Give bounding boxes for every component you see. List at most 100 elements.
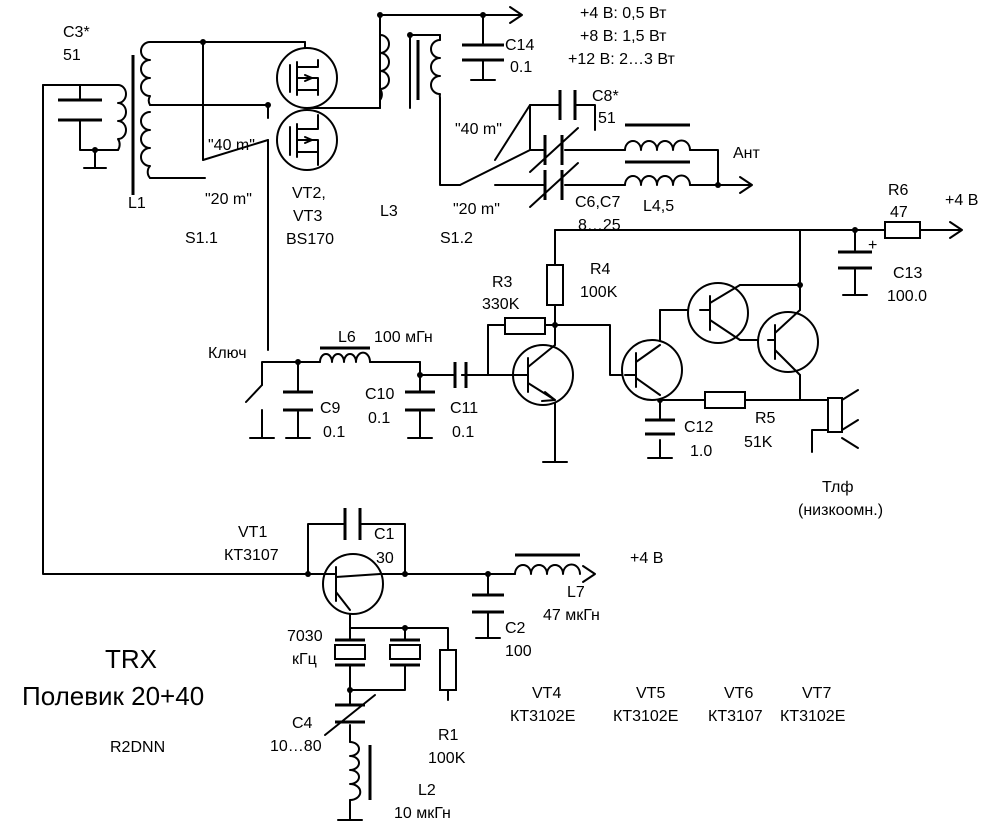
l6-ref: L6 [338,329,356,346]
capacitor-c11 [453,362,468,388]
c12-value: 1.0 [690,443,712,460]
transistor-vt6 [687,282,749,344]
phones-note: (низкоомн.) [798,502,883,519]
inductor-l2 [349,741,372,801]
power-note-1: +4 В: 0,5 Вт [580,5,667,22]
s1-1-pos40: "40 m" [208,137,255,154]
c11-value: 0.1 [452,424,474,441]
vt7-type: КТ3102Е [780,708,845,725]
transistor-vt7 [757,309,819,376]
resistor-r1 [439,649,457,691]
capacitor-c9 [283,390,313,412]
l4-l5-ref: L4,5 [643,198,674,215]
c14-ref: C14 [505,37,534,54]
labels: C3* 51 L1 "40 m" "20 m" S1.1 VT2, VT3 BS… [22,5,978,822]
s1-1-pos20: "20 m" [205,191,252,208]
capacitor-c14 [462,43,504,81]
ant-label: Ант [733,145,761,162]
l2-ref: L2 [418,782,436,799]
r5-ref: R5 [755,410,776,427]
power-note-2: +8 В: 1,5 Вт [580,28,667,45]
mosfet-vt2 [276,47,338,109]
transistor-vt5 [621,339,683,401]
arrows [509,6,963,583]
r4-ref: R4 [590,261,611,278]
mosfet-vt3 [276,109,338,171]
author: R2DNN [110,739,165,756]
s1-2-pos20: "20 m" [453,201,500,218]
power-note-3: +12 В: 2…3 Вт [568,51,676,68]
transformer-l1 [117,41,151,195]
capacitor-c4 [324,694,376,736]
resistor-r5 [704,391,746,409]
vt2-3-type: BS170 [286,231,334,248]
c4-ref: C4 [292,715,313,732]
resistor-r3 [504,317,546,335]
vt7-ref: VT7 [802,685,831,702]
s1-2-ref: S1.2 [440,230,473,247]
capacitor-c2 [472,593,504,614]
c14-value: 0.1 [510,59,532,76]
c3-value: 51 [63,47,81,64]
vt3-ref: VT3 [293,208,322,225]
c11-ref: C11 [450,400,478,417]
capacitor-c12 [645,418,675,436]
capacitor-c6-c7 [529,127,579,208]
inductor-l7 [514,553,581,575]
c6-c7-ref: C6,C7 [575,194,620,211]
vt1-ref: VT1 [238,524,267,541]
crystal-x1 [334,638,366,667]
c10-value: 0.1 [368,410,390,427]
c8-ref: C8* [592,88,619,105]
r1-ref: R1 [438,727,459,744]
crystal-unit: кГц [292,651,317,668]
capacitor-c1 [343,508,362,540]
resistor-r4 [546,264,564,306]
inductor-l6 [319,346,371,363]
phones-label: Тлф [822,479,854,496]
vt2-ref: VT2, [292,185,326,202]
c12-ref: C12 [684,419,713,436]
vt4-ref: VT4 [532,685,561,702]
r6-value: 47 [890,204,908,221]
r3-ref: R3 [492,274,513,291]
junctions [92,12,858,693]
supply-bottom-label: +4 В [630,550,663,567]
vt6-type: КТ3107 [708,708,763,725]
c9-ref: C9 [320,400,341,417]
l3-ref: L3 [380,203,398,220]
vt5-ref: VT5 [636,685,665,702]
wiring [42,14,961,821]
transformer-l3 [379,34,441,101]
r3-value: 330K [482,296,520,313]
title-line2: Полевик 20+40 [22,681,204,711]
vt6-ref: VT6 [724,685,753,702]
l7-ref: L7 [567,584,585,601]
transistor-vt4 [461,344,574,406]
c13-ref: C13 [893,265,922,282]
capacitor-c13 [838,250,872,270]
vt1-type: КТ3107 [224,547,279,564]
c9-value: 0.1 [323,424,345,441]
transistor-vt1 [322,553,384,615]
vt4-type: КТ3102Е [510,708,575,725]
c1-value: 30 [376,550,394,567]
r5-value: 51K [744,434,773,451]
c2-value: 100 [505,643,532,660]
c10-ref: C10 [365,386,394,403]
phones-jack [827,397,843,433]
inductor-l4-l5 [624,123,691,186]
r6-ref: R6 [888,182,909,199]
l6-value: 100 мГн [374,329,433,346]
l2-value: 10 мкГн [394,805,451,822]
c6-c7-value: 8…25 [578,217,621,234]
r1-value: 100K [428,750,466,767]
s1-1-ref: S1.1 [185,230,218,247]
c13-value: 100.0 [887,288,927,305]
s1-2-pos40: "40 m" [455,121,502,138]
r4-value: 100K [580,284,618,301]
c8-value: 51 [598,110,616,127]
crystal-freq: 7030 [287,628,323,645]
c4-value: 10…80 [270,738,322,755]
